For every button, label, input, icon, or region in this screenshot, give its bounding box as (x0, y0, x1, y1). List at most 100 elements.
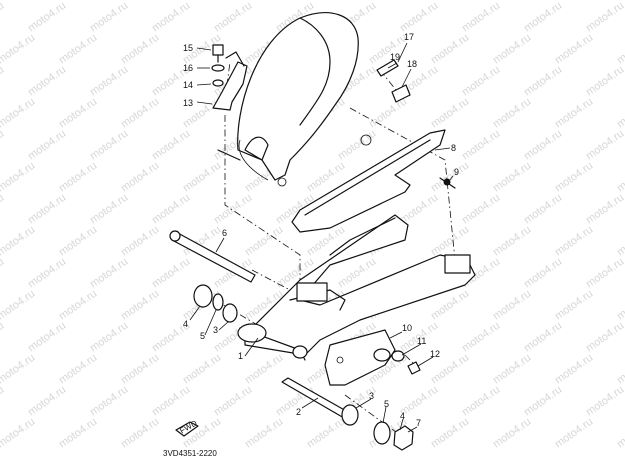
watermark-text: moto4.ru (553, 352, 595, 387)
watermark-text: moto4.ru (212, 384, 254, 419)
pivot-shaft (169, 230, 256, 283)
watermark-text: moto4.ru (181, 160, 223, 195)
watermark-text: moto4.ru (57, 96, 99, 131)
watermark-text: moto4.ru (305, 416, 347, 451)
watermark-text: moto4.ru (150, 0, 192, 34)
watermark-text: moto4.ru (88, 384, 130, 419)
watermark-text: moto4.ru (305, 0, 347, 2)
watermark-text: moto4.ru (429, 0, 471, 2)
watermark-text: moto4.ru (0, 64, 6, 99)
watermark-text: moto4.ru (119, 96, 161, 131)
callout-16: 16 (183, 63, 193, 73)
watermark-text: moto4.ru (57, 160, 99, 195)
watermark-text: moto4.ru (0, 96, 37, 131)
watermark-text: moto4.ru (0, 192, 6, 227)
callout-19: 19 (390, 52, 400, 62)
callout-15: 15 (183, 43, 193, 53)
watermark-text: moto4.ru (336, 128, 378, 163)
watermark-text: moto4.ru (491, 224, 533, 259)
watermark-text: moto4.ru (119, 0, 161, 2)
watermark-text: moto4.ru (119, 224, 161, 259)
watermark-text: moto4.ru (0, 224, 37, 259)
watermark-text: moto4.ru (522, 384, 564, 419)
watermark-text: moto4.ru (88, 192, 130, 227)
watermark-text: moto4.ru (491, 160, 533, 195)
watermark-text: moto4.ru (0, 0, 37, 2)
watermark-text: moto4.ru (429, 224, 471, 259)
watermark-text: moto4.ru (460, 128, 502, 163)
callout-14: 14 (183, 80, 193, 90)
watermark-text: moto4.ru (553, 0, 595, 2)
watermark-text: moto4.ru (460, 192, 502, 227)
watermark-text: moto4.ru (522, 256, 564, 291)
watermark-text: moto4.ru (26, 64, 68, 99)
watermark-text: moto4.ru (0, 384, 6, 419)
watermark-text: moto4.ru (88, 320, 130, 355)
watermark-text: moto4.ru (367, 96, 409, 131)
watermark-text: moto4.ru (615, 0, 625, 2)
watermark-text: moto4.ru (615, 96, 625, 131)
watermark-text: moto4.ru (0, 320, 6, 355)
diagram-code: 3VD4351-2220 (163, 449, 217, 458)
watermark-text: moto4.ru (88, 64, 130, 99)
watermark-text: moto4.ru (553, 416, 595, 451)
callout-11: 11 (417, 336, 426, 346)
watermark-text: moto4.ru (584, 320, 625, 355)
callout-7: 7 (416, 418, 421, 428)
callout-3b: 3 (369, 391, 374, 401)
watermark-text: moto4.ru (0, 32, 37, 67)
watermark-text: moto4.ru (57, 288, 99, 323)
watermark-text: moto4.ru (57, 352, 99, 387)
watermark-text: moto4.ru (553, 288, 595, 323)
watermark-text: moto4.ru (584, 64, 625, 99)
watermark-text: moto4.ru (398, 192, 440, 227)
watermark-text: moto4.ru (119, 288, 161, 323)
watermark-text: moto4.ru (57, 32, 99, 67)
watermark-text: moto4.ru (522, 192, 564, 227)
watermark-text: moto4.ru (26, 0, 68, 34)
watermark-text: moto4.ru (57, 416, 99, 451)
nut-bolt-set (391, 350, 421, 375)
watermark-text: moto4.ru (460, 64, 502, 99)
watermark-text: moto4.ru (243, 416, 285, 451)
watermark-text: moto4.ru (181, 352, 223, 387)
watermark-text: moto4.ru (491, 0, 533, 2)
rear-fender (217, 12, 359, 187)
watermark-text: moto4.ru (119, 352, 161, 387)
callout-numbers: 15 16 14 13 17 19 18 8 9 6 4 5 3 1 10 11… (183, 32, 459, 428)
watermark-text: moto4.ru (57, 0, 99, 2)
watermark-text: moto4.ru (150, 128, 192, 163)
callout-10: 10 (402, 323, 412, 333)
callout-2: 2 (296, 407, 301, 417)
watermark-text: moto4.ru (26, 384, 68, 419)
watermark-text: moto4.ru (212, 192, 254, 227)
watermark-text: moto4.ru (26, 128, 68, 163)
callout-4b: 4 (400, 411, 405, 421)
watermark-text: moto4.ru (615, 224, 625, 259)
watermark-text: moto4.ru (398, 0, 440, 34)
watermark-text: moto4.ru (119, 32, 161, 67)
watermark-text: moto4.ru (615, 416, 625, 451)
watermark-text: moto4.ru (181, 0, 223, 2)
callout-5b: 5 (384, 399, 389, 409)
watermark-text: moto4.ru (88, 0, 130, 34)
callout-13: 13 (183, 98, 193, 108)
watermark-text: moto4.ru (0, 288, 37, 323)
leader-lines (189, 42, 454, 433)
watermark-text: moto4.ru (584, 192, 625, 227)
watermark-text: moto4.ru (26, 192, 68, 227)
watermark-text: moto4.ru (553, 32, 595, 67)
watermark-text: moto4.ru (553, 96, 595, 131)
watermark-text: moto4.ru (522, 64, 564, 99)
callout-12: 12 (430, 349, 440, 359)
callout-4a: 4 (183, 319, 188, 329)
watermark-text: moto4.ru (615, 288, 625, 323)
callout-3a: 3 (213, 325, 218, 335)
watermark-text: moto4.ru (88, 256, 130, 291)
watermark-text: moto4.ru (460, 0, 502, 34)
watermark-text: moto4.ru (553, 160, 595, 195)
watermark-text: moto4.ru (522, 128, 564, 163)
callout-6: 6 (222, 228, 227, 238)
watermark-text: moto4.ru (584, 128, 625, 163)
